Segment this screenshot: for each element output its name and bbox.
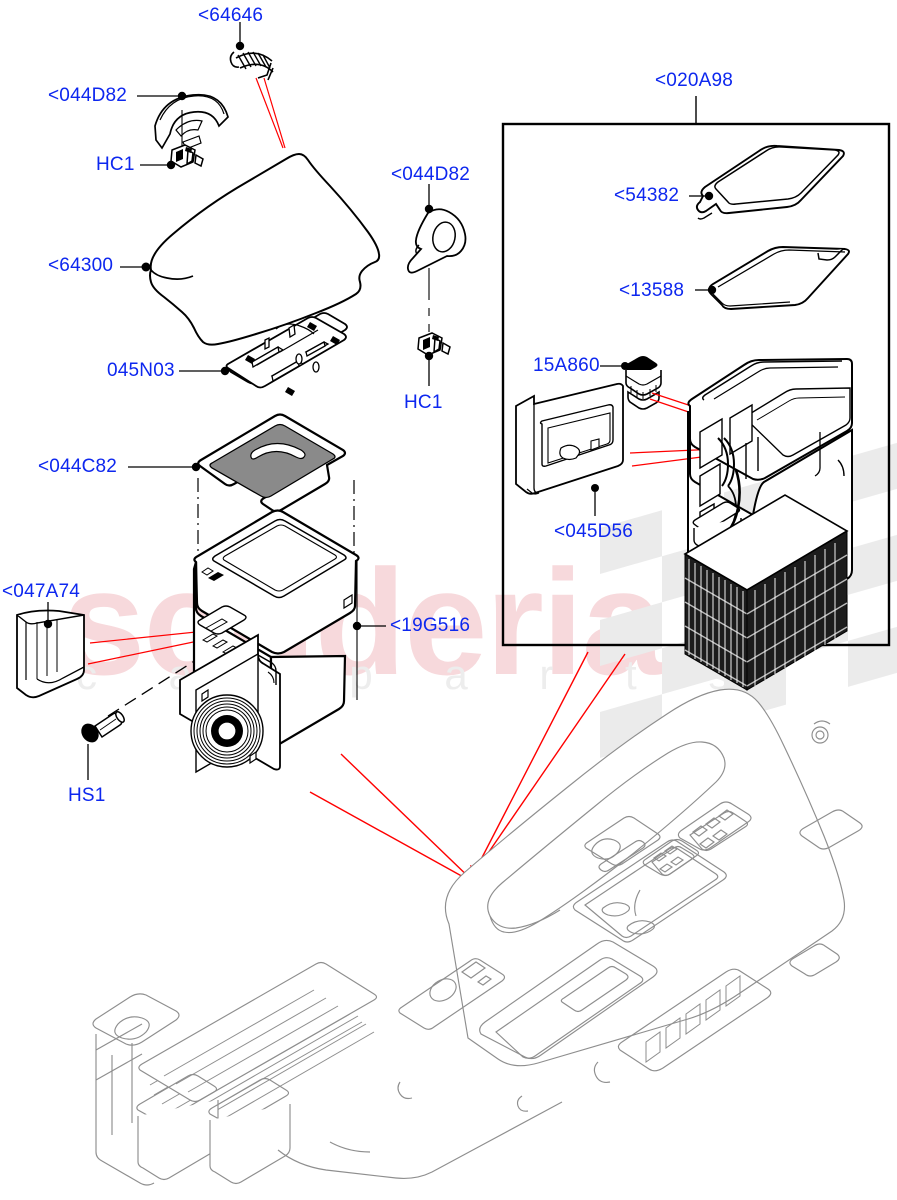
- leader-044D82-left: [137, 91, 187, 152]
- part-lid-reinforcement-bracket: [225, 312, 348, 396]
- part-armrest-lid-pad: [149, 152, 381, 346]
- leader-13588: [695, 285, 717, 295]
- callout-15A860: 15A860: [533, 355, 600, 376]
- leader-044C82: [128, 462, 201, 472]
- callout-047A74: <047A74: [2, 581, 81, 602]
- part-lid-hinge-cover-right: [406, 208, 467, 274]
- callout-045N03: 045N03: [107, 360, 175, 381]
- leader-HC1-right: [424, 351, 434, 386]
- part-mounting-screw: [81, 711, 125, 743]
- leader-045D56: [591, 484, 599, 516]
- callout-54382: <54382: [614, 185, 680, 206]
- callout-044D82-right: <044D82: [391, 164, 471, 185]
- callout-64300: <64300: [48, 255, 114, 276]
- callout-19G516: <19G516: [390, 615, 471, 636]
- leader-19G516: [352, 560, 386, 700]
- part-retaining-clip-left: [170, 144, 204, 168]
- part-cooler-lid-seal: [695, 144, 845, 220]
- leader-64300: [120, 262, 151, 272]
- part-console-blower-assembly: [179, 633, 281, 774]
- part-cooler-front-trim-bezel: [515, 382, 624, 495]
- part-storage-insert-tray: [16, 609, 85, 699]
- callout-044C82: <044C82: [38, 456, 118, 477]
- callout-HC1-left: HC1: [96, 154, 135, 175]
- vehicle-center-console-ghost: [92, 688, 863, 1186]
- part-lid-hinge-cover-left: [154, 93, 229, 150]
- leader-047A74: [43, 602, 53, 629]
- leader-spring-to-lid: [255, 77, 286, 149]
- part-cooler-switch: [623, 356, 662, 410]
- leader-54382: [689, 191, 714, 201]
- part-cooler-inner-lid: [708, 246, 850, 310]
- callout-045D56: <045D56: [554, 521, 634, 542]
- leader-HC1-left: [140, 160, 176, 170]
- callout-020A98: <020A98: [655, 70, 734, 91]
- leader-15A860: [600, 362, 629, 370]
- leader-044D82-right: [424, 184, 434, 332]
- part-armrest-lid-spring: [229, 22, 274, 81]
- alignment-guides-trim: [197, 478, 355, 562]
- callout-HS1: HS1: [68, 785, 106, 806]
- part-retaining-clip-right: [417, 332, 451, 356]
- callout-64646: <64646: [198, 5, 264, 26]
- callout-HC1-right: HC1: [404, 392, 443, 413]
- leader-045N03: [179, 366, 230, 376]
- callout-13588: <13588: [619, 280, 685, 301]
- part-cooler-condenser-fins: [683, 494, 849, 691]
- callout-044D82-left: <044D82: [48, 85, 128, 106]
- part-console-upper-trim-panel: [197, 413, 347, 513]
- alignment-guide-screw: [107, 659, 197, 717]
